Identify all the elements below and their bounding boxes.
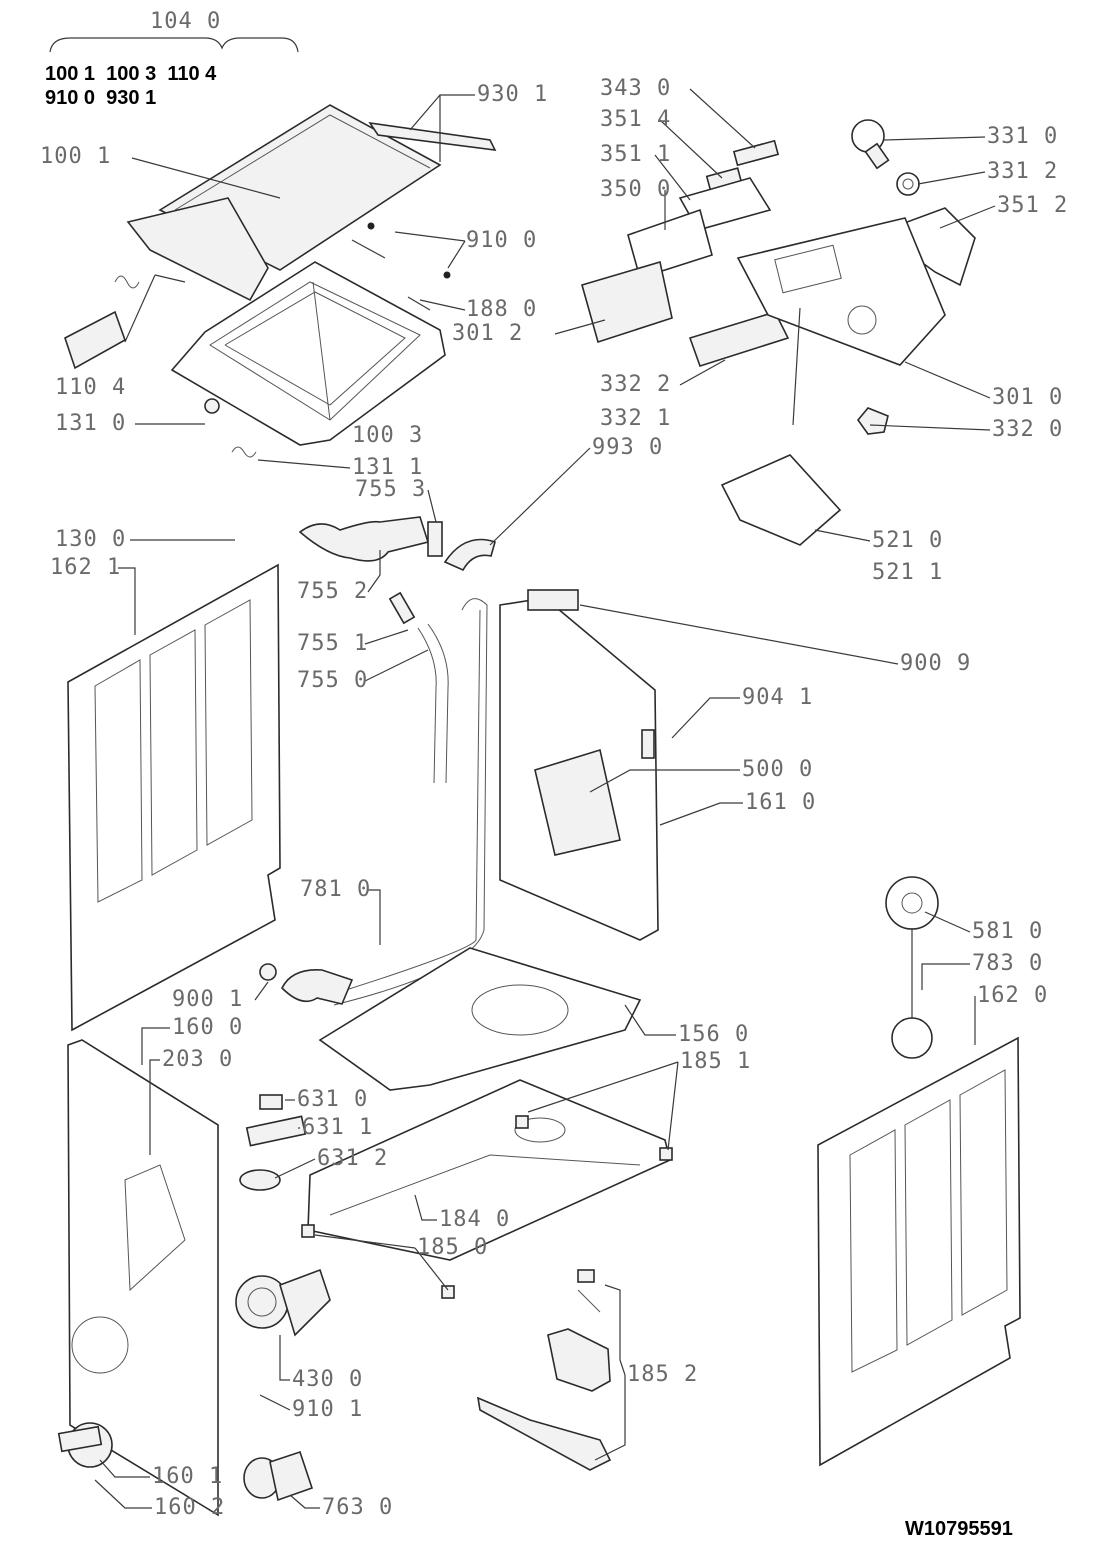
module-part (720, 454, 842, 546)
label-301-2: 301 2 (452, 321, 523, 346)
group-number-label: 104 0 (150, 9, 221, 34)
side-panel-left-part (67, 563, 281, 1032)
label-755-0: 755 0 (297, 668, 368, 693)
label-160-1: 160 1 (152, 1464, 223, 1489)
part-labels: 930 1 100 1 910 0 188 0 301 2 110 4 131 … (40, 76, 1068, 1520)
label-343-0: 343 0 (600, 76, 671, 101)
label-110-4: 110 4 (55, 375, 126, 400)
label-185-1: 185 1 (680, 1049, 751, 1074)
handle-part (64, 310, 126, 370)
label-188-0: 188 0 (466, 297, 537, 322)
spring-131-1-part (231, 446, 257, 458)
label-755-1: 755 1 (297, 631, 368, 656)
label-332-0: 332 0 (992, 417, 1063, 442)
label-631-1: 631 1 (302, 1115, 373, 1140)
label-351-2: 351 2 (997, 193, 1068, 218)
label-156-0: 156 0 (678, 1022, 749, 1047)
label-755-2: 755 2 (297, 579, 368, 604)
label-160-0: 160 0 (172, 1015, 243, 1040)
hose-755-2-part (298, 516, 430, 562)
group-line-1: 100 1 100 3 110 4 (45, 63, 217, 85)
label-631-0: 631 0 (297, 1087, 368, 1112)
label-930-1: 930 1 (477, 82, 548, 107)
label-331-0: 331 0 (987, 124, 1058, 149)
front-panel-part (67, 1039, 219, 1517)
label-993-0: 993 0 (592, 435, 663, 460)
label-185-0: 185 0 (417, 1235, 488, 1260)
hinge-part (204, 398, 220, 414)
label-781-0: 781 0 (300, 877, 371, 902)
label-351-4: 351 4 (600, 107, 671, 132)
group-line-2: 910 0 930 1 (45, 87, 156, 109)
label-351-1: 351 1 (600, 142, 671, 167)
label-900-1: 900 1 (172, 987, 243, 1012)
label-162-0: 162 0 (977, 983, 1048, 1008)
side-panel-right-part (817, 1036, 1021, 1467)
label-910-1: 910 1 (292, 1397, 363, 1422)
label-763-0: 763 0 (322, 1495, 393, 1520)
label-100-1: 100 1 (40, 144, 111, 169)
label-430-0: 430 0 (292, 1367, 363, 1392)
label-161-0: 161 0 (745, 790, 816, 815)
label-160-2: 160 2 (154, 1495, 225, 1520)
top-lid-part (126, 104, 497, 302)
console-panel-part (736, 217, 946, 366)
label-900-9: 900 9 (900, 651, 971, 676)
label-185-2: 185 2 (627, 1362, 698, 1387)
label-350-0: 350 0 (600, 177, 671, 202)
part-drawings (57, 104, 1021, 1517)
label-332-1: 332 1 (600, 406, 671, 431)
spring-part (114, 275, 140, 289)
label-301-0: 301 0 (992, 385, 1063, 410)
base-tray-part (318, 947, 642, 1091)
label-184-0: 184 0 (439, 1207, 510, 1232)
label-521-1: 521 1 (872, 560, 943, 585)
label-162-1: 162 1 (50, 555, 121, 580)
leader-lines (94, 88, 996, 1509)
label-910-0: 910 0 (466, 228, 537, 253)
label-130-0: 130 0 (55, 527, 126, 552)
label-332-2: 332 2 (600, 372, 671, 397)
top-frame-part (170, 261, 446, 446)
label-500-0: 500 0 (742, 757, 813, 782)
label-904-1: 904 1 (742, 685, 813, 710)
label-131-1: 131 1 (352, 455, 423, 480)
label-521-0: 521 0 (872, 528, 943, 553)
label-331-2: 331 2 (987, 159, 1058, 184)
pump-part (235, 1268, 331, 1337)
group-brace (49, 37, 299, 53)
pulley-part (885, 876, 939, 930)
label-783-0: 783 0 (972, 951, 1043, 976)
document-id: W10795591 (905, 1518, 1013, 1540)
label-203-0: 203 0 (162, 1047, 233, 1072)
display-part (732, 139, 780, 167)
label-755-3: 755 3 (355, 477, 426, 502)
label-581-0: 581 0 (972, 919, 1043, 944)
label-631-2: 631 2 (317, 1146, 388, 1171)
label-100-3: 100 3 (352, 423, 423, 448)
label-131-0: 131 0 (55, 411, 126, 436)
